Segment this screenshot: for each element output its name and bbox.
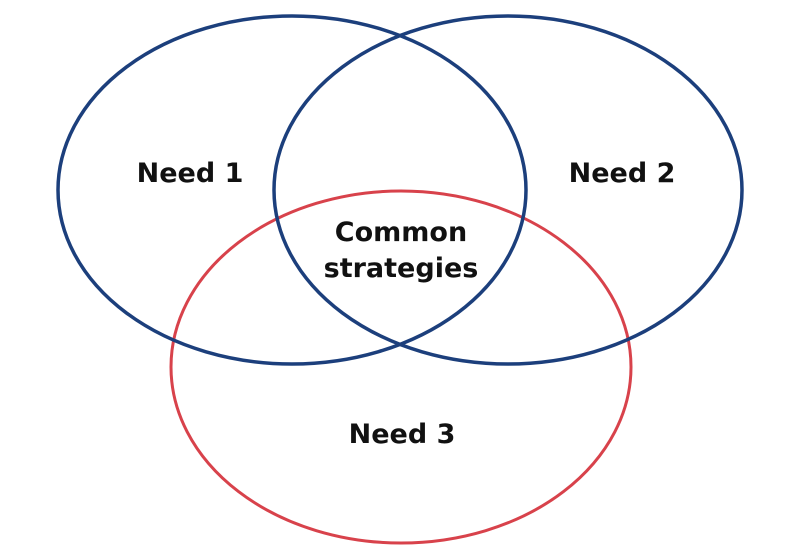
- need-1-circle: [56, 14, 528, 366]
- need-1-label: Need 1: [137, 158, 244, 189]
- intersection-label-line-1: Common: [335, 217, 467, 248]
- need-3-label: Need 3: [349, 419, 456, 450]
- need-2-label: Need 2: [569, 158, 676, 189]
- need-2-circle: [272, 14, 744, 366]
- need-3-circle: [169, 189, 633, 545]
- intersection-label-line-2: strategies: [324, 253, 479, 284]
